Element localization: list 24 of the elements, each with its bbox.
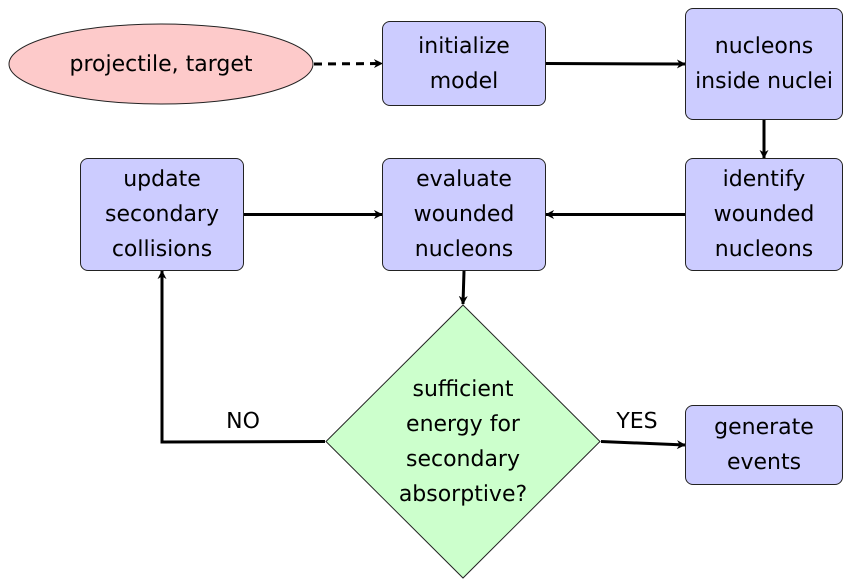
node-label: projectile, target bbox=[70, 50, 252, 78]
process-box bbox=[685, 8, 843, 120]
node-label: identify wounded nucleons bbox=[712, 166, 816, 264]
node-label: evaluate wounded nucleons bbox=[412, 166, 516, 264]
node-label: initialize model bbox=[417, 32, 511, 96]
arrow bbox=[600, 440, 686, 450]
arrow bbox=[458, 270, 468, 305]
process-box bbox=[382, 21, 546, 106]
node-label: nucleons inside nuclei bbox=[694, 33, 834, 96]
decision-diamond bbox=[325, 304, 601, 579]
arrow bbox=[244, 210, 383, 219]
arrow bbox=[760, 120, 768, 159]
process-box bbox=[382, 158, 546, 271]
arrow bbox=[158, 270, 325, 444]
arrow bbox=[545, 210, 685, 219]
process-box bbox=[685, 158, 843, 271]
node-label: update secondary collisions bbox=[104, 166, 220, 264]
arrow bbox=[546, 59, 686, 68]
process-box bbox=[80, 158, 244, 271]
arrow bbox=[314, 59, 383, 68]
node-label: sufficient energy for secondary absorptive? bbox=[398, 376, 528, 508]
process-box bbox=[685, 405, 843, 485]
node-label: generate events bbox=[713, 414, 815, 477]
start-ellipse bbox=[8, 23, 314, 105]
